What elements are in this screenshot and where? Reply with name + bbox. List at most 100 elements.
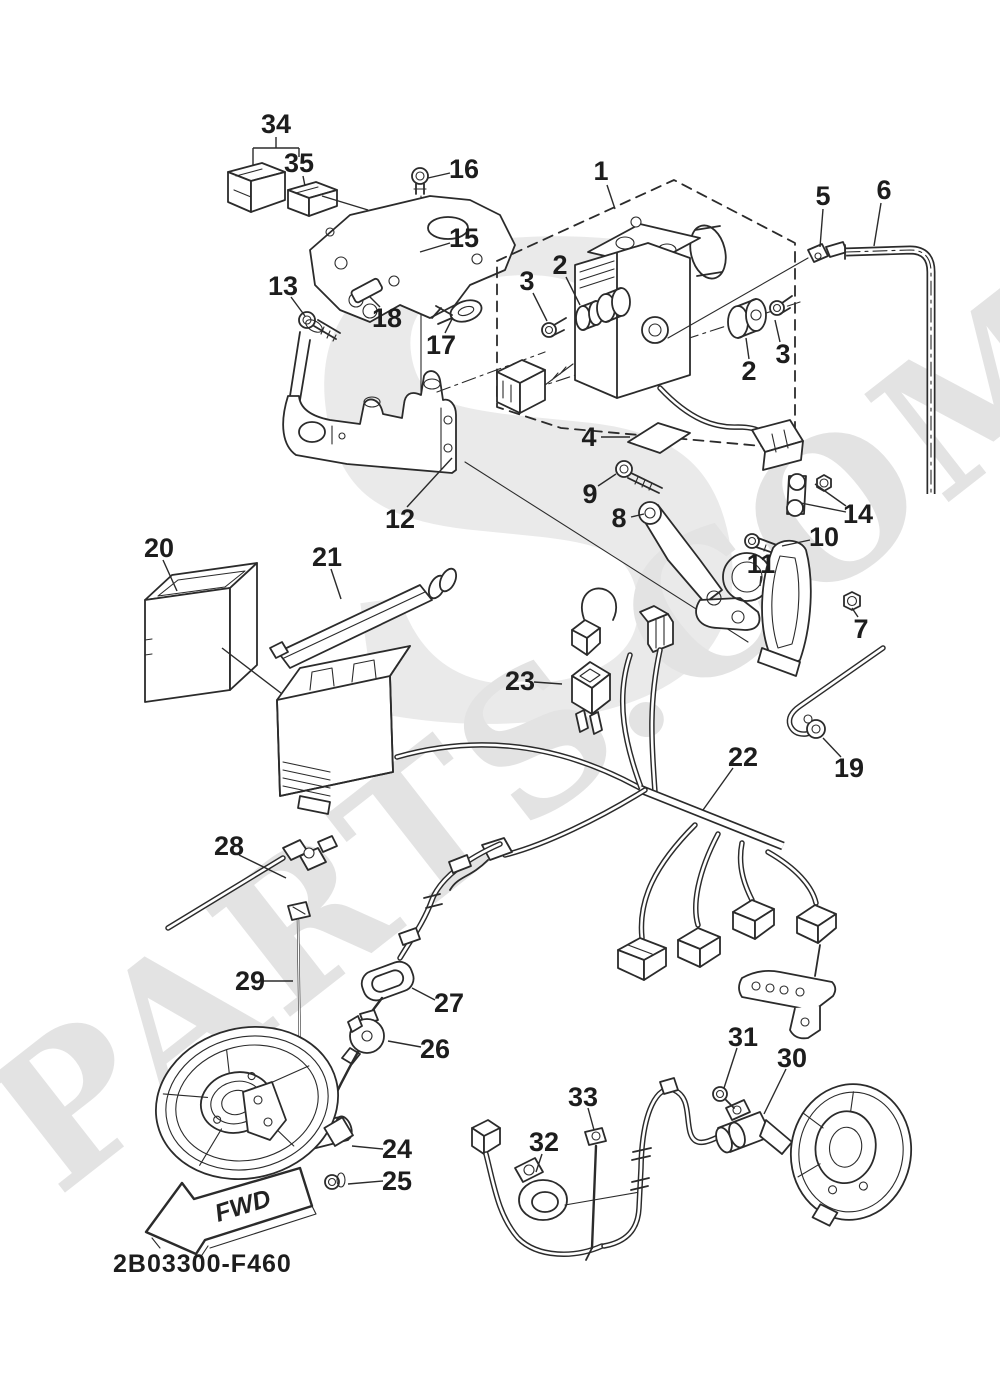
part-17-clamp-drawing xyxy=(431,299,483,325)
part-label-19: 19 xyxy=(834,753,864,783)
part-32-clamp-drawing xyxy=(471,1119,641,1257)
leader-line-17 xyxy=(444,318,453,334)
harness-connector-1 xyxy=(617,937,667,981)
part-6-hose-drawing xyxy=(844,244,936,495)
part-label-3: 3 xyxy=(519,266,534,296)
part-label-10: 10 xyxy=(809,522,839,552)
leader-line-19 xyxy=(822,737,842,758)
leader-line-24 xyxy=(351,1145,384,1150)
leader-line-33 xyxy=(587,1107,595,1131)
part-3-bolt-left-drawing xyxy=(541,317,567,338)
part-7-nut-drawing xyxy=(843,591,861,611)
leader-line-27 xyxy=(411,987,436,1001)
abs-connector-right-drawing xyxy=(657,385,804,471)
part-11-bracket-drawing xyxy=(722,539,812,677)
ecu-unit-drawing xyxy=(276,645,411,815)
part-label-30: 30 xyxy=(777,1043,807,1073)
part-2-grommet-left-drawing xyxy=(575,287,631,331)
part-label-8: 8 xyxy=(611,503,626,533)
part-label-35: 35 xyxy=(284,148,314,178)
part-label-11: 11 xyxy=(747,549,776,579)
part-31-bolt-drawing xyxy=(712,1086,735,1109)
leader-line-14 xyxy=(800,502,847,513)
part-35-relay-drawing xyxy=(287,181,369,217)
part-20-cover-drawing xyxy=(144,562,291,703)
part-13-bolt-drawing xyxy=(298,311,341,342)
centerline-left xyxy=(436,351,546,393)
leader-line-28 xyxy=(238,854,287,879)
part-label-13: 13 xyxy=(268,271,298,301)
part-label-9: 9 xyxy=(582,479,597,509)
part-label-14: 14 xyxy=(843,499,873,529)
part-2-grommet-right-drawing xyxy=(727,298,767,339)
front-sensor-line-drawing xyxy=(397,841,503,961)
part-label-27: 27 xyxy=(434,988,464,1018)
rear-sensor-line-drawing xyxy=(601,1077,721,1249)
part-label-4: 4 xyxy=(581,422,596,452)
part-label-34: 34 xyxy=(261,109,291,139)
harness-bracket-plate xyxy=(738,969,837,1040)
part-label-26: 26 xyxy=(420,1034,450,1064)
part-label-28: 28 xyxy=(214,831,244,861)
part-label-16: 16 xyxy=(449,154,479,184)
leader-line-3 xyxy=(532,292,548,322)
leader-line-2 xyxy=(745,337,750,360)
line-art: FWD 2B03300-F460 xyxy=(113,162,936,1278)
part-label-5: 5 xyxy=(815,181,830,211)
leader-line-18 xyxy=(368,295,381,308)
part-9-bolt-drawing xyxy=(615,460,663,494)
leader-line-11 xyxy=(759,575,762,587)
part-label-18: 18 xyxy=(372,303,402,333)
part-4-plate-drawing xyxy=(627,422,691,454)
part-19-rod-drawing xyxy=(786,645,886,739)
leader-line-22 xyxy=(702,767,734,811)
leader-line-2 xyxy=(565,276,581,306)
part-label-29: 29 xyxy=(235,966,265,996)
part-label-21: 21 xyxy=(312,542,342,572)
part-label-1: 1 xyxy=(593,156,608,186)
leader-line-15 xyxy=(419,242,451,253)
leader-line-10 xyxy=(781,539,811,547)
part-label-20: 20 xyxy=(144,533,174,563)
leader-line-16 xyxy=(427,172,451,179)
abs-connector-left-drawing xyxy=(496,359,574,414)
part-label-31: 31 xyxy=(728,1022,758,1052)
part-label-2: 2 xyxy=(552,250,567,280)
part-25-bolt-drawing xyxy=(324,1172,346,1190)
part-label-15: 15 xyxy=(449,223,479,253)
leader-line-20 xyxy=(162,559,178,592)
part-label-32: 32 xyxy=(529,1127,559,1157)
part-label-6: 6 xyxy=(876,175,891,205)
leader-line-8 xyxy=(630,513,645,518)
part-label-22: 22 xyxy=(728,742,758,772)
front-sensor-plate-drawing xyxy=(242,1081,287,1141)
leader-line-6 xyxy=(873,202,882,247)
harness-connector-3 xyxy=(732,899,775,940)
diagram-code: 2B03300-F460 xyxy=(113,1250,292,1278)
leader-line-9 xyxy=(597,473,617,487)
part-23-relay-drawing xyxy=(571,587,618,735)
fwd-arrow: FWD xyxy=(144,1166,317,1259)
leader-line-25 xyxy=(347,1180,384,1185)
part-label-33: 33 xyxy=(568,1082,598,1112)
part-21-band-drawing xyxy=(269,567,458,669)
leader-line-35 xyxy=(302,175,306,187)
leader-line-23 xyxy=(533,681,563,685)
rear-rotor-drawing xyxy=(789,1083,913,1227)
part-5-fitting-drawing xyxy=(667,241,848,339)
flag-connector-drawing xyxy=(639,605,674,653)
leader-line-1 xyxy=(606,184,616,210)
part-label-3: 3 xyxy=(775,339,790,369)
part-label-25: 25 xyxy=(382,1166,412,1196)
leader-line-12 xyxy=(406,457,453,508)
leader-line-32 xyxy=(535,1153,543,1173)
part-3-bolt-right-drawing xyxy=(769,295,793,316)
harness-connector-4 xyxy=(796,904,837,944)
leader-line-31 xyxy=(723,1047,738,1089)
part-label-7: 7 xyxy=(853,614,868,644)
leader-line-5 xyxy=(819,208,824,248)
part-27-grommet-drawing xyxy=(360,960,415,1002)
